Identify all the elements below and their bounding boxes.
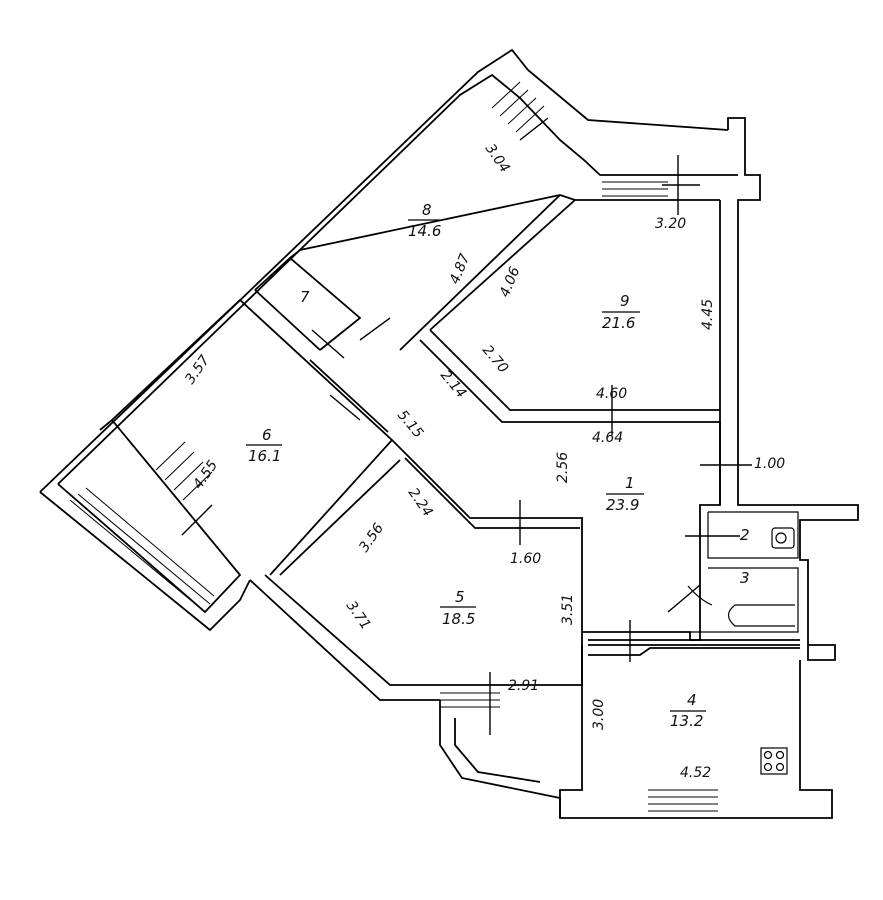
room-labels: 8 14.6 9 21.6 7 6 16.1 1 23.9 2 3 5 18.5…	[246, 201, 750, 730]
room-6-area: 16.1	[248, 447, 281, 465]
dim-2-91: 2.91	[508, 678, 539, 694]
dim-3-00: 3.00	[591, 699, 607, 730]
room-6-number: 6	[262, 426, 272, 444]
dim-3-20: 3.20	[655, 216, 686, 232]
room-3-number: 3	[740, 569, 750, 587]
door-swing-icon	[687, 585, 713, 606]
dim-4-55: 4.55	[190, 458, 221, 493]
dim-5-15: 5.15	[394, 407, 426, 441]
room-7-number: 7	[300, 288, 310, 306]
dim-2-24: 2.24	[405, 485, 436, 520]
dim-4-87: 4.87	[447, 252, 474, 287]
room-8-number: 8	[422, 201, 432, 219]
room-8-area: 14.6	[408, 222, 441, 240]
dimension-ticks	[181, 117, 752, 735]
dim-3-51: 3.51	[560, 594, 576, 625]
dim-4-52: 4.52	[680, 765, 711, 781]
fixtures	[687, 527, 795, 775]
room-1-number: 1	[625, 474, 635, 492]
dim-3-56: 3.56	[356, 521, 387, 556]
dim-2-56: 2.56	[555, 452, 571, 483]
dim-1-60: 1.60	[510, 551, 541, 567]
room-4-area: 13.2	[670, 712, 703, 730]
dim-3-04: 3.04	[482, 141, 513, 176]
room-5-area: 18.5	[442, 610, 475, 628]
window-icon	[440, 692, 500, 708]
dim-4-60: 4.60	[596, 386, 627, 402]
dim-4-06: 4.06	[497, 265, 524, 300]
dim-3-71: 3.71	[343, 598, 374, 633]
room-2-number: 2	[740, 526, 750, 544]
window-icon	[602, 174, 668, 197]
dim-3-57: 3.57	[182, 353, 213, 388]
window-icon	[155, 441, 213, 501]
windows	[69, 81, 718, 812]
stove-icon	[760, 747, 788, 775]
room-5-number: 5	[455, 588, 465, 606]
dim-2-14: 2.14	[437, 367, 469, 401]
outer-walls	[39, 48, 859, 819]
toilet-icon	[771, 527, 795, 549]
dim-1-00: 1.00	[754, 456, 785, 472]
room-9-area: 21.6	[602, 314, 635, 332]
balcony-hatch	[69, 487, 215, 613]
dim-2-70: 2.70	[479, 342, 511, 376]
room-1-area: 23.9	[606, 496, 639, 514]
dim-4-64: 4.64	[592, 430, 623, 446]
dim-4-45: 4.45	[700, 299, 716, 330]
interior-walls	[111, 194, 800, 685]
room-9-number: 9	[620, 292, 630, 310]
window-icon	[491, 81, 545, 133]
room-4-number: 4	[687, 691, 697, 709]
bathtub-icon	[727, 604, 795, 627]
window-icon	[648, 789, 718, 812]
